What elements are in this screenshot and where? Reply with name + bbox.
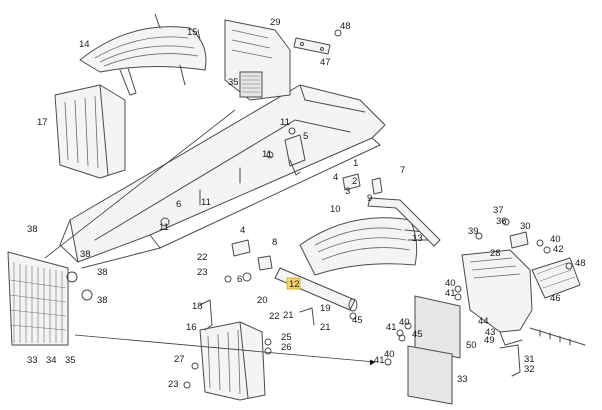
callout-27: 27	[174, 354, 185, 365]
callout-10: 10	[330, 204, 341, 215]
callout-40: 40	[550, 234, 561, 245]
callout-50: 50	[466, 340, 477, 351]
callout-45: 45	[352, 315, 363, 326]
callout-15: 15	[187, 27, 198, 38]
part-28-rear-fender	[461, 249, 533, 346]
callout-43: 43	[485, 327, 496, 338]
part-46-lamp	[531, 257, 581, 299]
callout-40: 40	[384, 349, 395, 360]
callout-14: 14	[79, 39, 90, 50]
callout-37: 37	[493, 205, 504, 216]
callout-22: 22	[197, 252, 208, 263]
callout-11: 11	[201, 197, 211, 208]
callout-17: 17	[37, 117, 48, 128]
part-33-mudflap-right	[407, 295, 461, 405]
callout-38: 38	[80, 249, 91, 260]
callout-9: 9	[367, 193, 372, 204]
callout-31: 31	[524, 354, 535, 365]
part-33-mudflap-left	[7, 251, 69, 346]
part-31-bracket	[499, 327, 586, 377]
callout-6: 6	[176, 199, 181, 210]
chassis-frame	[59, 84, 386, 269]
callout-40: 40	[399, 317, 410, 328]
hardware-small	[66, 29, 573, 389]
callout-highlight	[286, 277, 301, 290]
callout-41: 41	[386, 322, 397, 333]
callout-11: 11	[280, 117, 290, 128]
callout-2: 2	[352, 176, 357, 187]
callout-6: 6	[237, 274, 242, 285]
callout-4: 4	[333, 172, 338, 183]
callout-30: 30	[520, 221, 531, 232]
callout-44: 44	[478, 316, 489, 327]
callout-29: 29	[270, 17, 281, 28]
callout-18: 18	[192, 301, 203, 312]
callout-20: 20	[257, 295, 268, 306]
callout-35: 35	[228, 77, 239, 88]
callout-35: 35	[65, 355, 76, 366]
callout-33: 33	[457, 374, 468, 385]
callout-47: 47	[320, 57, 331, 68]
part-14-mudguard-top	[79, 13, 207, 96]
callout-23: 23	[197, 267, 208, 278]
callout-7: 7	[400, 165, 405, 176]
callout-33: 33	[27, 355, 38, 366]
callout-32: 32	[524, 364, 535, 375]
callout-41: 41	[445, 288, 456, 299]
part-9-tube	[367, 197, 441, 247]
callout-3: 3	[345, 186, 350, 197]
callout-48: 48	[575, 258, 586, 269]
part-16-lower-panel	[199, 321, 266, 401]
callout-42: 42	[553, 244, 564, 255]
callout-34: 34	[46, 355, 57, 366]
callout-23: 23	[168, 379, 179, 390]
pointer-arrows	[44, 109, 376, 366]
callout-11: 11	[262, 149, 272, 160]
callout-25: 25	[281, 332, 292, 343]
callout-12: 12	[289, 279, 300, 290]
callout-48: 48	[340, 21, 351, 32]
part-29-mount	[224, 19, 291, 101]
callout-5: 5	[303, 131, 308, 142]
callout-45: 45	[412, 329, 423, 340]
callout-28: 28	[490, 248, 501, 259]
callout-11: 11	[159, 222, 169, 233]
callout-1: 1	[353, 158, 358, 169]
callout-16: 16	[186, 322, 197, 333]
callout-40: 40	[445, 278, 456, 289]
part-17-side-panel	[54, 84, 126, 179]
callout-19: 19	[320, 303, 331, 314]
callout-39: 39	[468, 226, 479, 237]
callout-21: 21	[320, 322, 331, 333]
callout-49: 49	[484, 335, 495, 346]
callout-38: 38	[27, 224, 38, 235]
callout-46: 46	[550, 293, 561, 304]
part-47-plate	[293, 37, 331, 55]
callout-22: 22	[269, 311, 280, 322]
callout-4: 4	[240, 225, 245, 236]
callout-36: 36	[496, 216, 507, 227]
part-13-mudguard-middle	[299, 217, 429, 276]
callout-8: 8	[272, 237, 277, 248]
callout-21: 21	[283, 310, 294, 321]
callout-26: 26	[281, 342, 292, 353]
callout-38: 38	[97, 295, 108, 306]
callout-38: 38	[97, 267, 108, 278]
callout-41: 41	[374, 355, 385, 366]
callout-13: 13	[412, 233, 423, 244]
